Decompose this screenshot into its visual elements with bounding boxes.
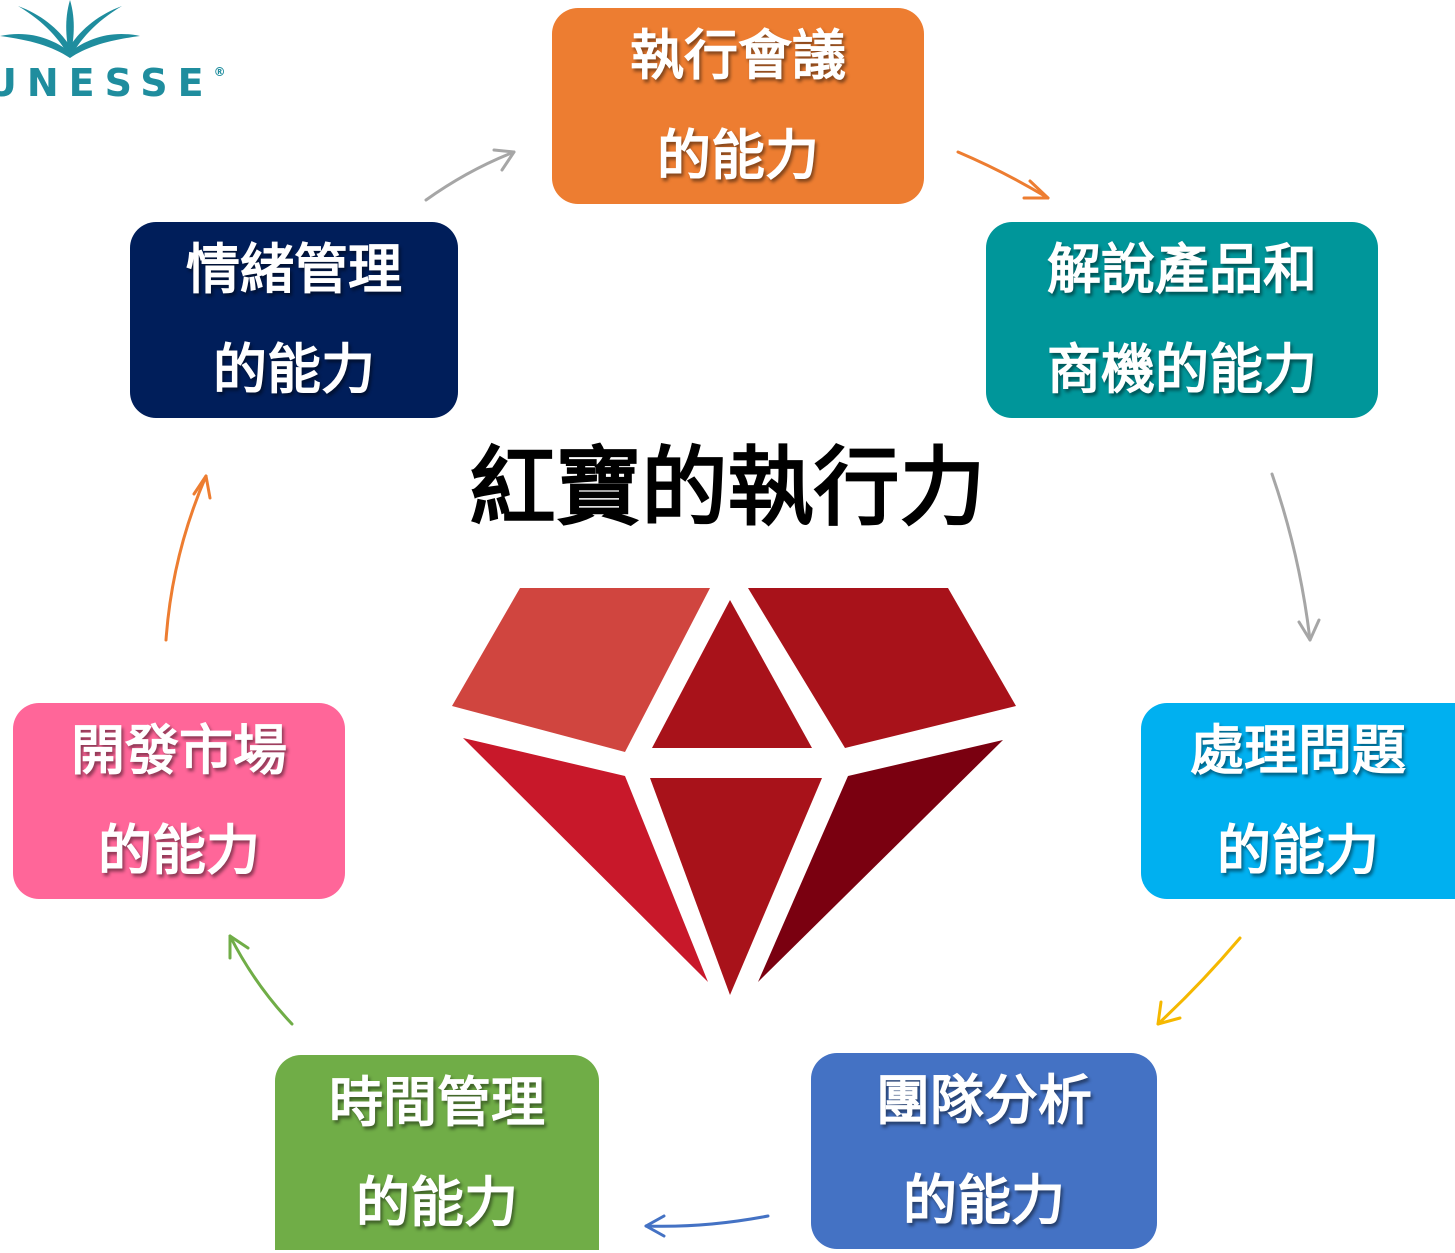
logo-wordmark: UNESSE® xyxy=(0,61,226,105)
gem-facet-bottom-right xyxy=(758,740,1003,982)
arrow-problem-to-team xyxy=(1156,936,1242,1026)
node-explain: 解說產品和 商機的能力 xyxy=(986,222,1378,418)
gem-facet-bottom-left xyxy=(463,738,708,982)
node-problem-line2: 的能力 xyxy=(1217,819,1379,882)
gem-facet-bottom-middle xyxy=(650,778,822,995)
logo-leaf-icon xyxy=(0,0,140,58)
diagram-title: 紅寶的執行力 xyxy=(469,438,986,538)
node-problem: 處理問題 的能力 xyxy=(1141,703,1455,899)
node-meeting-line2: 的能力 xyxy=(657,124,819,187)
arrow-time-to-market xyxy=(228,934,294,1026)
gem-facet-top-middle xyxy=(652,600,812,748)
arrow-emotion-to-meeting xyxy=(424,148,516,202)
node-market-line1: 開發市場 xyxy=(71,719,287,782)
node-meeting: 執行會議 的能力 xyxy=(552,8,924,204)
node-emotion-line1: 情緒管理 xyxy=(186,238,402,301)
ruby-gem-icon xyxy=(452,588,1016,995)
node-meeting-line1: 執行會議 xyxy=(630,24,846,87)
arrow-explain-to-problem xyxy=(1270,472,1321,642)
arrow-meeting-to-explain xyxy=(956,150,1050,200)
node-time: 時間管理 的能力 xyxy=(275,1055,599,1250)
node-time-line2: 的能力 xyxy=(356,1170,518,1234)
node-team: 團隊分析 的能力 xyxy=(811,1053,1157,1249)
node-time-line1: 時間管理 xyxy=(329,1070,545,1134)
node-explain-line2: 商機的能力 xyxy=(1047,338,1317,401)
node-emotion: 情緒管理 的能力 xyxy=(130,222,458,418)
gem-facet-top-right xyxy=(748,588,1016,748)
node-market-line2: 的能力 xyxy=(98,819,260,882)
node-team-line2: 的能力 xyxy=(903,1169,1065,1232)
jeunesse-logo: UNESSE® xyxy=(0,0,280,120)
node-market: 開發市場 的能力 xyxy=(13,703,345,899)
gem-facet-top-left xyxy=(452,588,710,752)
node-team-line1: 團隊分析 xyxy=(876,1069,1092,1132)
node-problem-line1: 處理問題 xyxy=(1190,719,1406,782)
node-emotion-line2: 的能力 xyxy=(213,338,375,401)
arrow-market-to-emotion xyxy=(164,474,212,642)
node-explain-line1: 解說產品和 xyxy=(1047,238,1317,301)
arrow-team-to-time xyxy=(644,1214,770,1238)
